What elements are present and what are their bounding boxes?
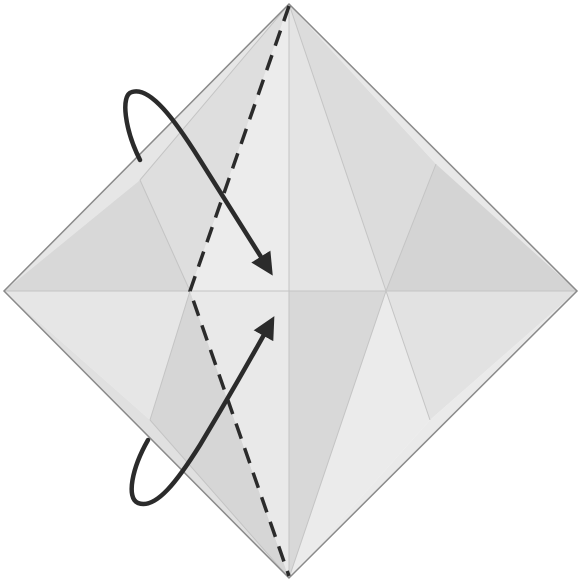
face-top-left-inner [140, 4, 289, 291]
crease-bl-2 [149, 419, 290, 579]
crease-tr-2 [385, 163, 437, 292]
crease-tl-1 [139, 3, 290, 181]
face-left-lower [4, 291, 190, 420]
dashed-fold-line [188, 5, 291, 577]
face-bottom-right-inner [289, 291, 430, 578]
crease-lines [4, 3, 577, 579]
crease-br-1 [288, 290, 387, 579]
face-right-upper [386, 164, 577, 291]
crease-tl-2 [139, 179, 191, 292]
face-right-lower [386, 291, 577, 420]
upper-fold-arrow [123, 89, 273, 276]
lower-fold-arrow [129, 316, 275, 507]
face-left-upper [4, 180, 190, 291]
crease-tr-1 [288, 3, 387, 292]
face-top-right-inner [289, 4, 436, 291]
face-center-top-left [190, 4, 289, 291]
face-bottom-left-inner [150, 291, 289, 578]
crease-br-2 [385, 290, 431, 421]
crease-bl-1 [149, 290, 191, 421]
